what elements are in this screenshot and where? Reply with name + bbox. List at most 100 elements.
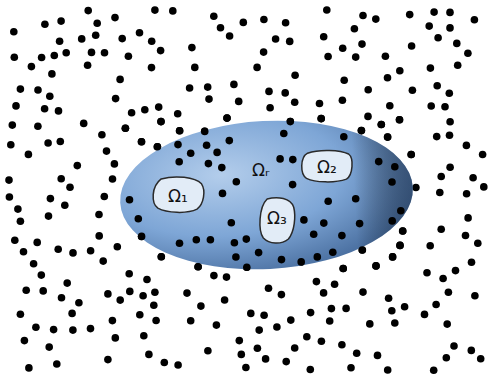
particle-dot bbox=[464, 214, 472, 222]
particle-dot bbox=[197, 302, 205, 310]
particle-dot bbox=[396, 242, 404, 250]
particle-dot bbox=[157, 118, 165, 126]
particle-dot bbox=[58, 294, 66, 302]
particle-dot bbox=[205, 160, 213, 168]
particle-dot bbox=[255, 249, 263, 257]
particle-dot bbox=[388, 307, 396, 315]
particle-dot bbox=[329, 249, 337, 257]
particle-dot bbox=[104, 290, 112, 298]
particle-dot bbox=[278, 291, 286, 299]
particle-dot bbox=[174, 141, 182, 149]
particle-dot bbox=[480, 183, 488, 191]
particle-dot bbox=[204, 347, 212, 355]
particle-dot bbox=[289, 181, 297, 189]
particle-dot bbox=[218, 164, 226, 172]
particle-dot bbox=[11, 237, 19, 245]
particle-dot bbox=[454, 62, 462, 70]
particle-dot bbox=[44, 139, 52, 147]
particle-dot bbox=[446, 118, 454, 126]
particle-dot bbox=[378, 121, 386, 129]
particle-dot bbox=[151, 6, 159, 14]
particle-dot bbox=[265, 88, 273, 96]
particle-dot bbox=[12, 102, 20, 110]
particle-dot bbox=[282, 358, 290, 366]
particle-dot bbox=[34, 86, 42, 94]
particle-dot bbox=[176, 127, 184, 135]
particle-dot bbox=[437, 226, 445, 234]
particle-dot bbox=[359, 12, 367, 20]
particle-dot bbox=[243, 264, 251, 272]
particle-dot bbox=[122, 124, 130, 132]
particle-dot bbox=[66, 183, 74, 191]
particle-dot bbox=[148, 64, 156, 72]
particle-dot bbox=[135, 215, 143, 223]
particle-dot bbox=[242, 364, 250, 372]
particle-dot bbox=[340, 133, 348, 141]
particle-dot bbox=[372, 15, 380, 23]
particle-dot bbox=[282, 19, 290, 27]
particle-dot bbox=[324, 198, 332, 206]
particle-dot bbox=[103, 147, 111, 155]
particle-dot bbox=[289, 181, 297, 189]
particle-dot bbox=[62, 49, 70, 57]
particle-dot bbox=[51, 52, 59, 60]
particle-dot bbox=[462, 232, 470, 240]
particle-dot bbox=[477, 355, 485, 363]
particle-dot bbox=[426, 242, 434, 250]
particle-dot bbox=[253, 64, 261, 72]
particle-dot bbox=[201, 128, 209, 136]
particle-dot bbox=[443, 354, 451, 362]
region-label: Ω₂ bbox=[317, 157, 337, 177]
particle-dot bbox=[17, 85, 25, 93]
particle-dot bbox=[384, 74, 392, 82]
particle-dot bbox=[174, 141, 182, 149]
particle-dot bbox=[68, 310, 76, 318]
particle-dot bbox=[151, 289, 159, 297]
particle-dot bbox=[450, 342, 458, 350]
particle-dot bbox=[74, 162, 82, 170]
particle-dot bbox=[158, 253, 166, 261]
particle-dot bbox=[396, 116, 404, 124]
particle-dot bbox=[213, 149, 221, 157]
particle-dot bbox=[236, 337, 244, 345]
particle-dot bbox=[233, 178, 241, 186]
particle-dot bbox=[125, 52, 133, 60]
particle-dot bbox=[69, 326, 77, 334]
particle-dot bbox=[122, 124, 130, 132]
particle-dot bbox=[84, 7, 92, 15]
region-label: Ω₃ bbox=[267, 208, 287, 228]
particle-dot bbox=[388, 217, 396, 225]
particle-dot bbox=[281, 89, 289, 97]
particle-dot bbox=[136, 311, 144, 319]
particle-dot bbox=[278, 256, 286, 264]
particle-dot bbox=[273, 323, 281, 331]
particle-dot bbox=[176, 127, 184, 135]
particle-dot bbox=[382, 53, 390, 61]
particle-dot bbox=[41, 21, 49, 29]
particle-dot bbox=[412, 184, 420, 192]
particle-dot bbox=[409, 87, 417, 95]
particle-dot bbox=[396, 116, 404, 124]
particle-dot bbox=[287, 118, 295, 126]
particle-dot bbox=[148, 37, 156, 45]
particle-dot bbox=[407, 151, 415, 159]
particle-dot bbox=[314, 253, 322, 261]
particle-dot bbox=[324, 198, 332, 206]
particle-dot bbox=[463, 190, 471, 198]
particle-dot bbox=[183, 289, 191, 297]
particle-dot bbox=[201, 128, 209, 136]
particle-dot bbox=[6, 193, 14, 201]
particle-dot bbox=[358, 127, 366, 135]
particle-dot bbox=[135, 215, 143, 223]
particle-dot bbox=[139, 292, 147, 300]
particle-dot bbox=[364, 86, 372, 94]
particle-dot bbox=[175, 158, 183, 166]
particle-dot bbox=[210, 272, 218, 280]
particle-dot bbox=[342, 305, 350, 313]
particle-dot bbox=[158, 253, 166, 261]
particle-dot bbox=[191, 64, 199, 72]
particle-dot bbox=[316, 100, 324, 108]
particle-dot bbox=[247, 310, 255, 318]
particle-dot bbox=[266, 104, 274, 112]
particle-dot bbox=[111, 160, 119, 168]
